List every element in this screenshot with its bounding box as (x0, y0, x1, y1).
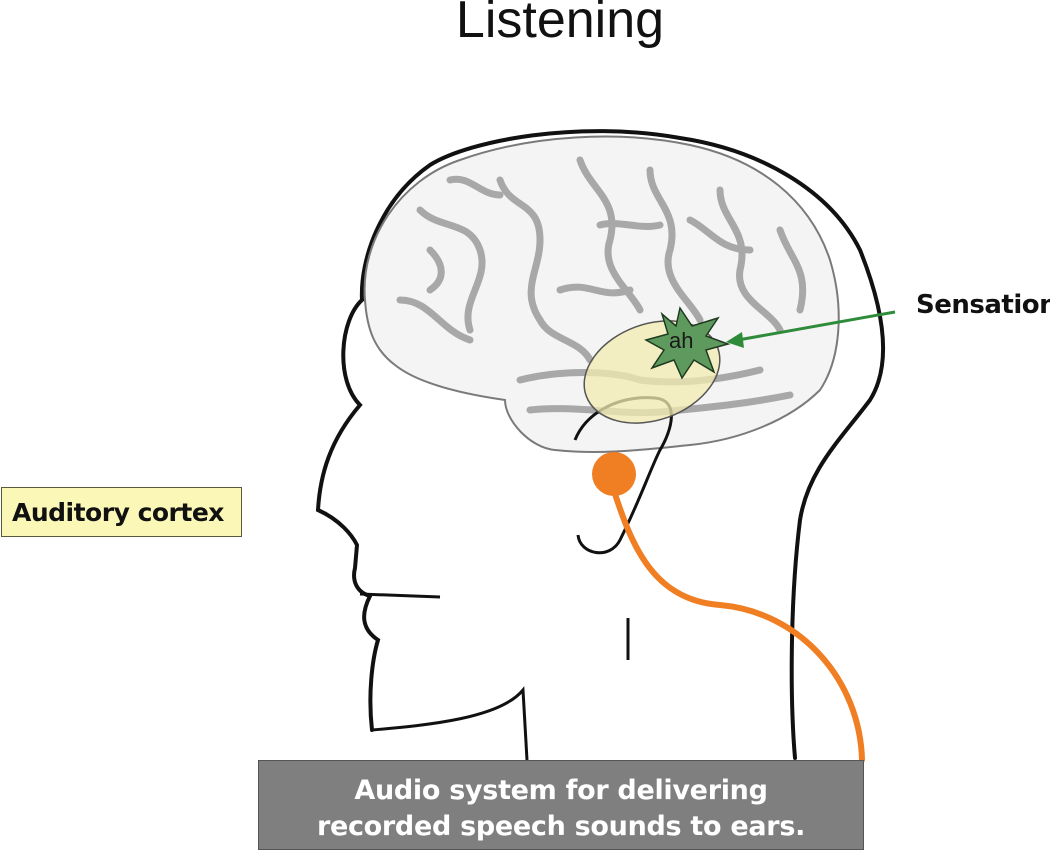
auditory-cortex-label: Auditory cortex (1, 487, 242, 537)
audio-system-line2: recorded speech sounds to ears. (316, 811, 806, 842)
audio-system-line1: Audio system for delivering (354, 775, 768, 806)
sensation-burst (644, 306, 731, 380)
sound-label: ah (669, 328, 694, 353)
audio-system-box: Audio system for delivering recorded spe… (258, 760, 864, 850)
sensation-label: Sensation (916, 290, 1050, 320)
mouth-line (359, 592, 441, 599)
sensation-arrow-head (726, 332, 744, 348)
earphone (592, 452, 636, 496)
head-outline (315, 129, 886, 760)
sensation-arrow-line (737, 310, 896, 342)
diagram-title: Listening (455, 0, 665, 49)
earphone-cable (609, 482, 865, 763)
jaw-line (371, 686, 529, 761)
